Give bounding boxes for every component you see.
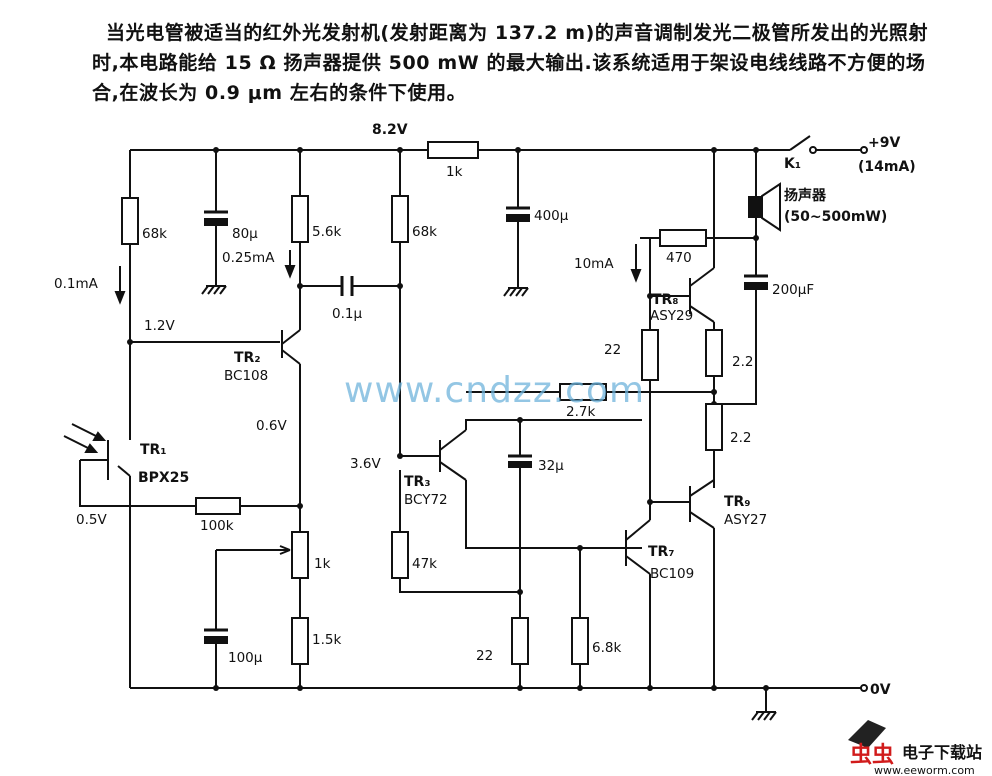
label-10ma: 10mA: [574, 256, 614, 272]
label-32u: 32μ: [538, 458, 564, 474]
label-400u: 400μ: [534, 208, 569, 224]
tr7-part: BC109: [650, 566, 694, 582]
capacitor-32u: [508, 454, 532, 468]
label-5-6k: 5.6k: [312, 224, 341, 240]
tr8-part: ASY29: [650, 308, 693, 324]
capacitor-100u: [204, 628, 228, 644]
label-0-25ma: 0.25mA: [222, 250, 275, 266]
component-labels: 8.2V +9V (14mA) K₁ 扬声器 (50~500mW) 0V 68k…: [54, 122, 916, 698]
capacitor-200uf: [744, 274, 768, 290]
speaker-name: 扬声器: [784, 187, 827, 204]
tr1-part: BPX25: [138, 470, 189, 486]
label-1k-pot: 1k: [314, 556, 331, 572]
logo-url: www.eeworm.com: [874, 764, 975, 776]
tr2-part: BC108: [224, 368, 268, 384]
label-68k-mid: 68k: [412, 224, 437, 240]
tr7-name: TR₇: [648, 544, 674, 560]
capacitors: [204, 206, 768, 644]
label-200uf: 200μF: [772, 282, 814, 298]
label-68k-left: 68k: [142, 226, 167, 242]
label-1-2v: 1.2V: [144, 318, 175, 334]
light-arrows-icon: [63, 423, 107, 453]
resistor-6-8k: [571, 617, 589, 665]
tr3-part: BCY72: [404, 492, 448, 508]
ground-label: 0V: [870, 682, 891, 698]
watermark-text: www.cndzz.com: [344, 370, 645, 411]
capacitor-0-1u: [338, 276, 356, 296]
supply-plus-label: +9V: [868, 135, 900, 151]
resistor-470: [659, 229, 707, 247]
label-2-7k: 2.7k: [566, 404, 595, 420]
resistor-22-lower: [511, 617, 529, 665]
label-0-5v: 0.5V: [76, 512, 107, 528]
resistor-47k: [391, 531, 409, 579]
logo-glyph: 虫虫: [850, 742, 894, 768]
resistor-100k: [195, 497, 241, 515]
tr1-name: TR₁: [140, 442, 166, 458]
ground-symbols: [201, 285, 777, 721]
site-logo: 虫虫 电子下载站 www.eeworm.com: [848, 720, 982, 776]
tr9-name: TR₉: [724, 494, 750, 510]
speaker-icon: [748, 182, 781, 232]
label-2-2a: 2.2: [732, 354, 753, 370]
graduation-cap-icon: [848, 720, 886, 748]
label-0-1ma: 0.1mA: [54, 276, 99, 292]
supply-current-label: (14mA): [858, 159, 916, 175]
supply-node-label: 8.2V: [372, 122, 408, 138]
resistor-1k-top: [427, 141, 479, 159]
label-22-lower: 22: [476, 648, 493, 664]
wiring: [79, 135, 868, 712]
speaker-range: (50~500mW): [784, 209, 887, 225]
resistor-1-5k: [291, 617, 309, 665]
tr2-name: TR₂: [234, 350, 260, 366]
resistor-2-7k: [559, 383, 607, 401]
label-3-6v: 3.6V: [350, 456, 381, 472]
resistor-2-2b: [705, 403, 723, 451]
label-0-1u: 0.1μ: [332, 306, 362, 322]
capacitor-400u: [506, 206, 530, 222]
resistor-2-2a: [705, 329, 723, 377]
resistors: [121, 141, 723, 665]
label-1k-top: 1k: [446, 164, 463, 180]
label-1-5k: 1.5k: [312, 632, 341, 648]
tr3-name: TR₃: [404, 474, 430, 490]
label-100k: 100k: [200, 518, 234, 534]
tr9-part: ASY27: [724, 512, 767, 528]
label-2-2b: 2.2: [730, 430, 751, 446]
transistor-labels: TR₁ BPX25 TR₂ BC108 TR₃ BCY72 TR₇ BC109 …: [138, 292, 767, 582]
logo-title: 电子下载站: [902, 743, 982, 762]
resistor-68k-left: [121, 197, 139, 245]
resistor-5-6k: [291, 195, 309, 243]
label-47k: 47k: [412, 556, 437, 572]
label-80u: 80μ: [232, 226, 258, 242]
resistor-22-upper: [641, 329, 659, 381]
label-6-8k: 6.8k: [592, 640, 621, 656]
capacitor-80u: [204, 210, 228, 226]
label-100u: 100μ: [228, 650, 263, 666]
label-0-6v: 0.6V: [256, 418, 287, 434]
circuit-description: 当光电管被适当的红外光发射机(发射距离为 137.2 m)的声音调制发光二极管所…: [92, 22, 929, 104]
tr8-name: TR₈: [652, 292, 678, 308]
resistor-1k-pot: [291, 531, 309, 579]
label-22-upper: 22: [604, 342, 621, 358]
label-470: 470: [666, 250, 692, 266]
switch-label: K₁: [784, 156, 801, 172]
resistor-68k-mid: [391, 195, 409, 243]
current-arrows: [114, 244, 642, 305]
